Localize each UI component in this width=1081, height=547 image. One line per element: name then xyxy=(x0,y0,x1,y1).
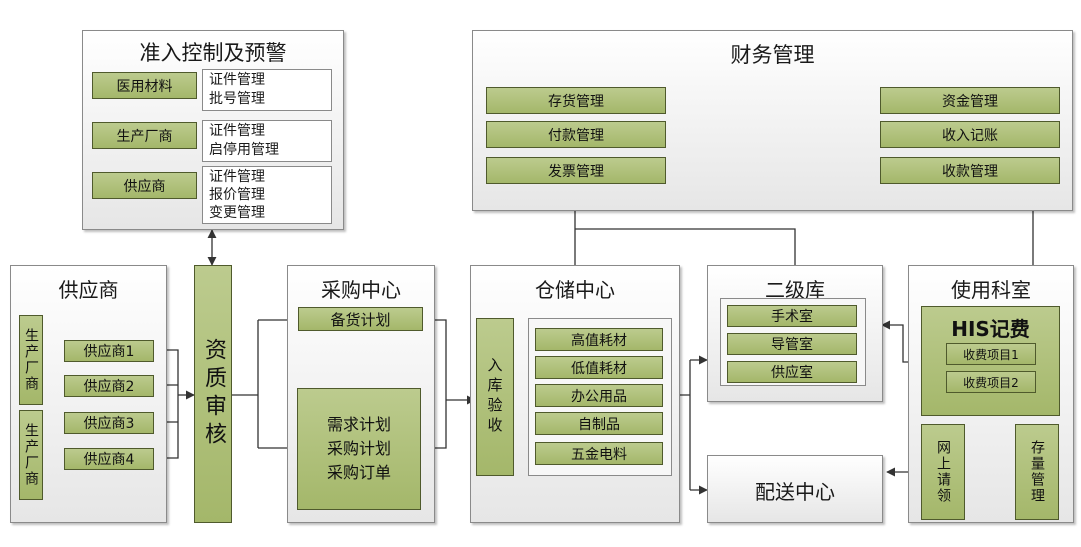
supplier-3: 供应商3 xyxy=(64,412,154,434)
access-item: 启停用管理 xyxy=(209,142,279,158)
finance-item-collection: 收款管理 xyxy=(880,157,1060,184)
supplier-2: 供应商2 xyxy=(64,375,154,397)
inbound-inspection: 入库验收 xyxy=(476,318,514,476)
access-row-label-supplier: 供应商 xyxy=(92,172,197,199)
access-row-items-manufacturer: 证件管理 启停用管理 xyxy=(202,120,332,162)
secondary-item-supply-room: 供应室 xyxy=(727,361,857,383)
access-row-label-manufacturer: 生产厂商 xyxy=(92,122,197,149)
finance-item-inventory: 存货管理 xyxy=(486,87,666,114)
fee-item-1: 收费项目1 xyxy=(946,343,1036,365)
finance-item-income: 收入记账 xyxy=(880,121,1060,148)
finance-item-payment: 付款管理 xyxy=(486,121,666,148)
qualification-review: 资质审核 xyxy=(194,265,232,523)
online-request: 网上请领 xyxy=(921,424,965,520)
warehouse-item-high-value: 高值耗材 xyxy=(535,328,663,351)
supplier-title: 供应商 xyxy=(58,278,119,302)
his-billing: HIS记费 xyxy=(921,306,1060,416)
access-item: 变更管理 xyxy=(209,205,265,221)
finance-item-invoice: 发票管理 xyxy=(486,157,666,184)
stock-plan: 备货计划 xyxy=(298,307,423,331)
his-billing-title: HIS记费 xyxy=(951,317,1030,341)
purchase-center-title: 采购中心 xyxy=(321,278,401,302)
finance-item-funds: 资金管理 xyxy=(880,87,1060,114)
access-item: 证件管理 xyxy=(209,123,265,139)
warehouse-title: 仓储中心 xyxy=(535,278,615,302)
access-row-label-material: 医用材料 xyxy=(92,72,197,99)
warehouse-item-hardware: 五金电料 xyxy=(535,442,663,465)
purchase-plan-item: 采购订单 xyxy=(326,463,391,482)
warehouse-item-office: 办公用品 xyxy=(535,384,663,407)
finance-title: 财务管理 xyxy=(730,43,815,67)
distribution-center-title: 配送中心 xyxy=(755,480,835,504)
secondary-item-catheter-room: 导管室 xyxy=(727,333,857,355)
manufacturer-group-2: 生产厂商 xyxy=(19,410,43,500)
stock-management: 存量管理 xyxy=(1015,424,1059,520)
access-item: 批号管理 xyxy=(209,91,265,107)
secondary-item-operating-room: 手术室 xyxy=(727,305,857,327)
access-row-items-material: 证件管理 批号管理 xyxy=(202,69,332,111)
access-item: 报价管理 xyxy=(209,187,265,203)
supplier-1: 供应商1 xyxy=(64,340,154,362)
fee-item-2: 收费项目2 xyxy=(946,371,1036,393)
access-control-title: 准入控制及预警 xyxy=(139,41,287,65)
departments-title: 使用科室 xyxy=(951,278,1031,302)
purchase-plan-item: 需求计划 xyxy=(326,415,391,434)
purchase-plan-item: 采购计划 xyxy=(326,439,391,458)
warehouse-item-low-value: 低值耗材 xyxy=(535,356,663,379)
warehouse-item-self-made: 自制品 xyxy=(535,412,663,435)
access-item: 证件管理 xyxy=(209,72,265,88)
purchase-plans: 需求计划 采购计划 采购订单 xyxy=(297,388,421,510)
distribution-center-panel: 配送中心 xyxy=(707,455,883,523)
access-row-items-supplier: 证件管理 报价管理 变更管理 xyxy=(202,166,332,224)
access-item: 证件管理 xyxy=(209,169,265,185)
manufacturer-group-1: 生产厂商 xyxy=(19,315,43,405)
supplier-4: 供应商4 xyxy=(64,448,154,470)
